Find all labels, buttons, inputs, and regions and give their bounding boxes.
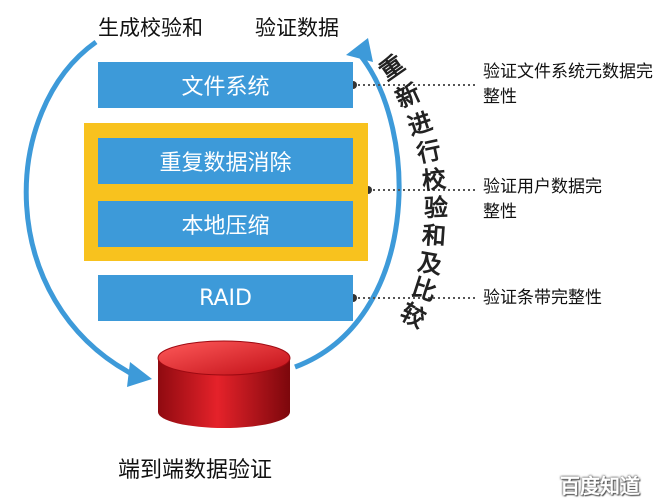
arrow-head-icon	[346, 38, 373, 62]
side-label-char: 验	[423, 193, 449, 223]
verify-data-label: 验证数据	[255, 16, 339, 40]
left-flow-arc	[23, 39, 134, 377]
watermark-logo: 百度知道	[560, 474, 640, 498]
generate-checksum-label: 生成校验和	[98, 16, 203, 40]
bottom-caption: 端到端数据验证	[118, 458, 273, 483]
side-label-char: 校	[420, 164, 448, 196]
layer-raid: RAID	[98, 275, 353, 321]
annotation-user-data: 验证用户数据完整性	[483, 177, 602, 222]
database-cylinder-icon	[157, 340, 291, 428]
arrow-head-icon	[127, 362, 152, 387]
layer-local-compression: 本地压缩	[98, 201, 353, 247]
annotation-filesystem-metadata: 验证文件系统元数据完整性	[483, 62, 653, 107]
layer-deduplication: 重复数据消除	[98, 138, 353, 184]
annotation-stripe: 验证条带完整性	[483, 288, 602, 308]
layer-filesystem: 文件系统	[98, 62, 353, 108]
right-flow-arc	[294, 53, 402, 370]
